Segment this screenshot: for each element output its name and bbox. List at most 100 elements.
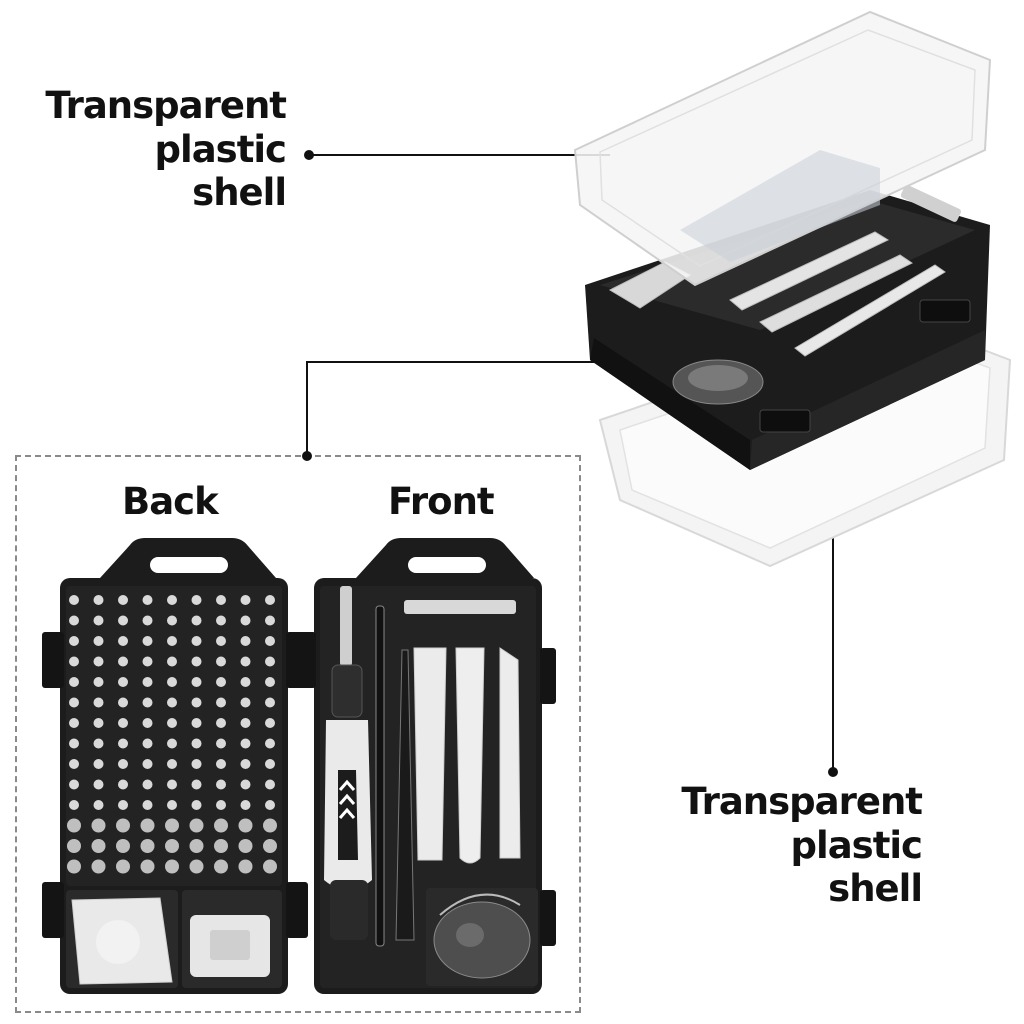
- bit-slot: [67, 818, 81, 833]
- bit-slot: [93, 615, 104, 626]
- bit-slot: [167, 636, 177, 646]
- bit-slot: [240, 759, 251, 769]
- bit-slot: [189, 818, 204, 833]
- bit-slot: [214, 818, 228, 833]
- leader-dot-frame: [302, 451, 312, 461]
- bit-slot: [93, 677, 104, 687]
- bit-slot: [118, 738, 128, 749]
- bit-grid: [67, 595, 277, 874]
- bit-slot: [167, 779, 177, 790]
- bit-slot: [69, 636, 79, 646]
- front-case: [296, 538, 556, 994]
- bit-slot: [93, 718, 104, 728]
- bit-slot: [191, 738, 202, 749]
- bit-slot: [93, 738, 104, 749]
- bit-slot: [216, 779, 226, 790]
- front-caption: Front: [388, 480, 495, 523]
- bit-slot: [93, 636, 104, 646]
- bit-slot: [69, 595, 79, 605]
- bit-slot: [191, 595, 202, 605]
- bit-slot: [191, 615, 202, 626]
- top-clear-lid: [573, 10, 992, 287]
- bit-slot: [142, 595, 153, 605]
- bit-slot: [167, 615, 177, 626]
- bit-slot: [91, 839, 106, 853]
- bit-slot: [142, 718, 153, 728]
- bit-slot: [140, 859, 155, 874]
- bit-slot: [167, 595, 177, 605]
- bit-slot: [142, 656, 153, 667]
- bit-slot: [216, 595, 226, 605]
- bit-slot: [189, 839, 204, 853]
- bit-slot: [265, 615, 275, 626]
- bit-slot: [216, 656, 226, 667]
- bit-slot: [91, 818, 106, 833]
- bit-slot: [69, 718, 79, 728]
- bit-slot: [142, 800, 153, 810]
- bit-slot: [265, 595, 275, 605]
- bit-slot: [240, 718, 251, 728]
- bit-slot: [240, 595, 251, 605]
- bottom-shell-label-line-1: Transparent: [681, 780, 923, 823]
- bit-slot: [142, 697, 153, 708]
- bit-slot: [69, 759, 79, 769]
- bit-slot: [118, 595, 128, 605]
- open-case-3d: [585, 184, 990, 470]
- bit-slot: [118, 615, 128, 626]
- bit-slot: [142, 677, 153, 687]
- bit-slot: [191, 779, 202, 790]
- bit-slot: [167, 759, 177, 769]
- top-shell-label-line-1: Transparent: [45, 84, 287, 127]
- bit-slot: [240, 800, 251, 810]
- bit-slot: [240, 738, 251, 749]
- bit-slot: [93, 595, 104, 605]
- bit-slot: [240, 636, 251, 646]
- bit-slot: [238, 859, 253, 874]
- bit-slot: [214, 859, 228, 874]
- bit-slot: [142, 779, 153, 790]
- bottom-shell-label-line-2: plastic: [790, 823, 923, 867]
- bit-slot: [69, 738, 79, 749]
- bit-slot: [191, 656, 202, 667]
- bit-slot: [116, 859, 130, 874]
- bit-slot: [216, 677, 226, 687]
- bit-slot: [140, 818, 155, 833]
- bit-slot: [93, 759, 104, 769]
- bit-slot: [116, 839, 130, 853]
- bit-slot: [240, 656, 251, 667]
- bit-slot: [265, 779, 275, 790]
- bit-slot: [216, 718, 226, 728]
- bit-slot: [167, 697, 177, 708]
- bit-slot: [69, 697, 79, 708]
- bit-slot: [265, 697, 275, 708]
- bit-slot: [238, 818, 253, 833]
- bit-slot: [93, 779, 104, 790]
- bit-slot: [167, 656, 177, 667]
- bottom-shell-label: Transparent plastic shell: [660, 780, 923, 911]
- bit-slot: [214, 839, 228, 853]
- bit-slot: [165, 839, 179, 853]
- bit-slot: [265, 677, 275, 687]
- top-shell-label-line-3: shell: [192, 171, 287, 215]
- back-caption: Back: [122, 480, 219, 523]
- bit-slot: [265, 800, 275, 810]
- bit-slot: [265, 636, 275, 646]
- leader-dot-bottom: [828, 767, 838, 777]
- top-shell-label-line-2: plastic: [154, 127, 287, 171]
- bit-slot: [167, 738, 177, 749]
- bit-slot: [240, 677, 251, 687]
- bit-slot: [216, 759, 226, 769]
- bit-slot: [93, 697, 104, 708]
- bit-slot: [142, 738, 153, 749]
- bit-slot: [189, 859, 204, 874]
- bit-slot: [116, 818, 130, 833]
- bit-slot: [118, 759, 128, 769]
- bit-slot: [191, 697, 202, 708]
- case-views-frame: [15, 455, 581, 1013]
- bit-slot: [118, 636, 128, 646]
- bit-slot: [238, 839, 253, 853]
- bit-slot: [191, 718, 202, 728]
- bit-slot: [91, 859, 106, 874]
- bit-slot: [118, 697, 128, 708]
